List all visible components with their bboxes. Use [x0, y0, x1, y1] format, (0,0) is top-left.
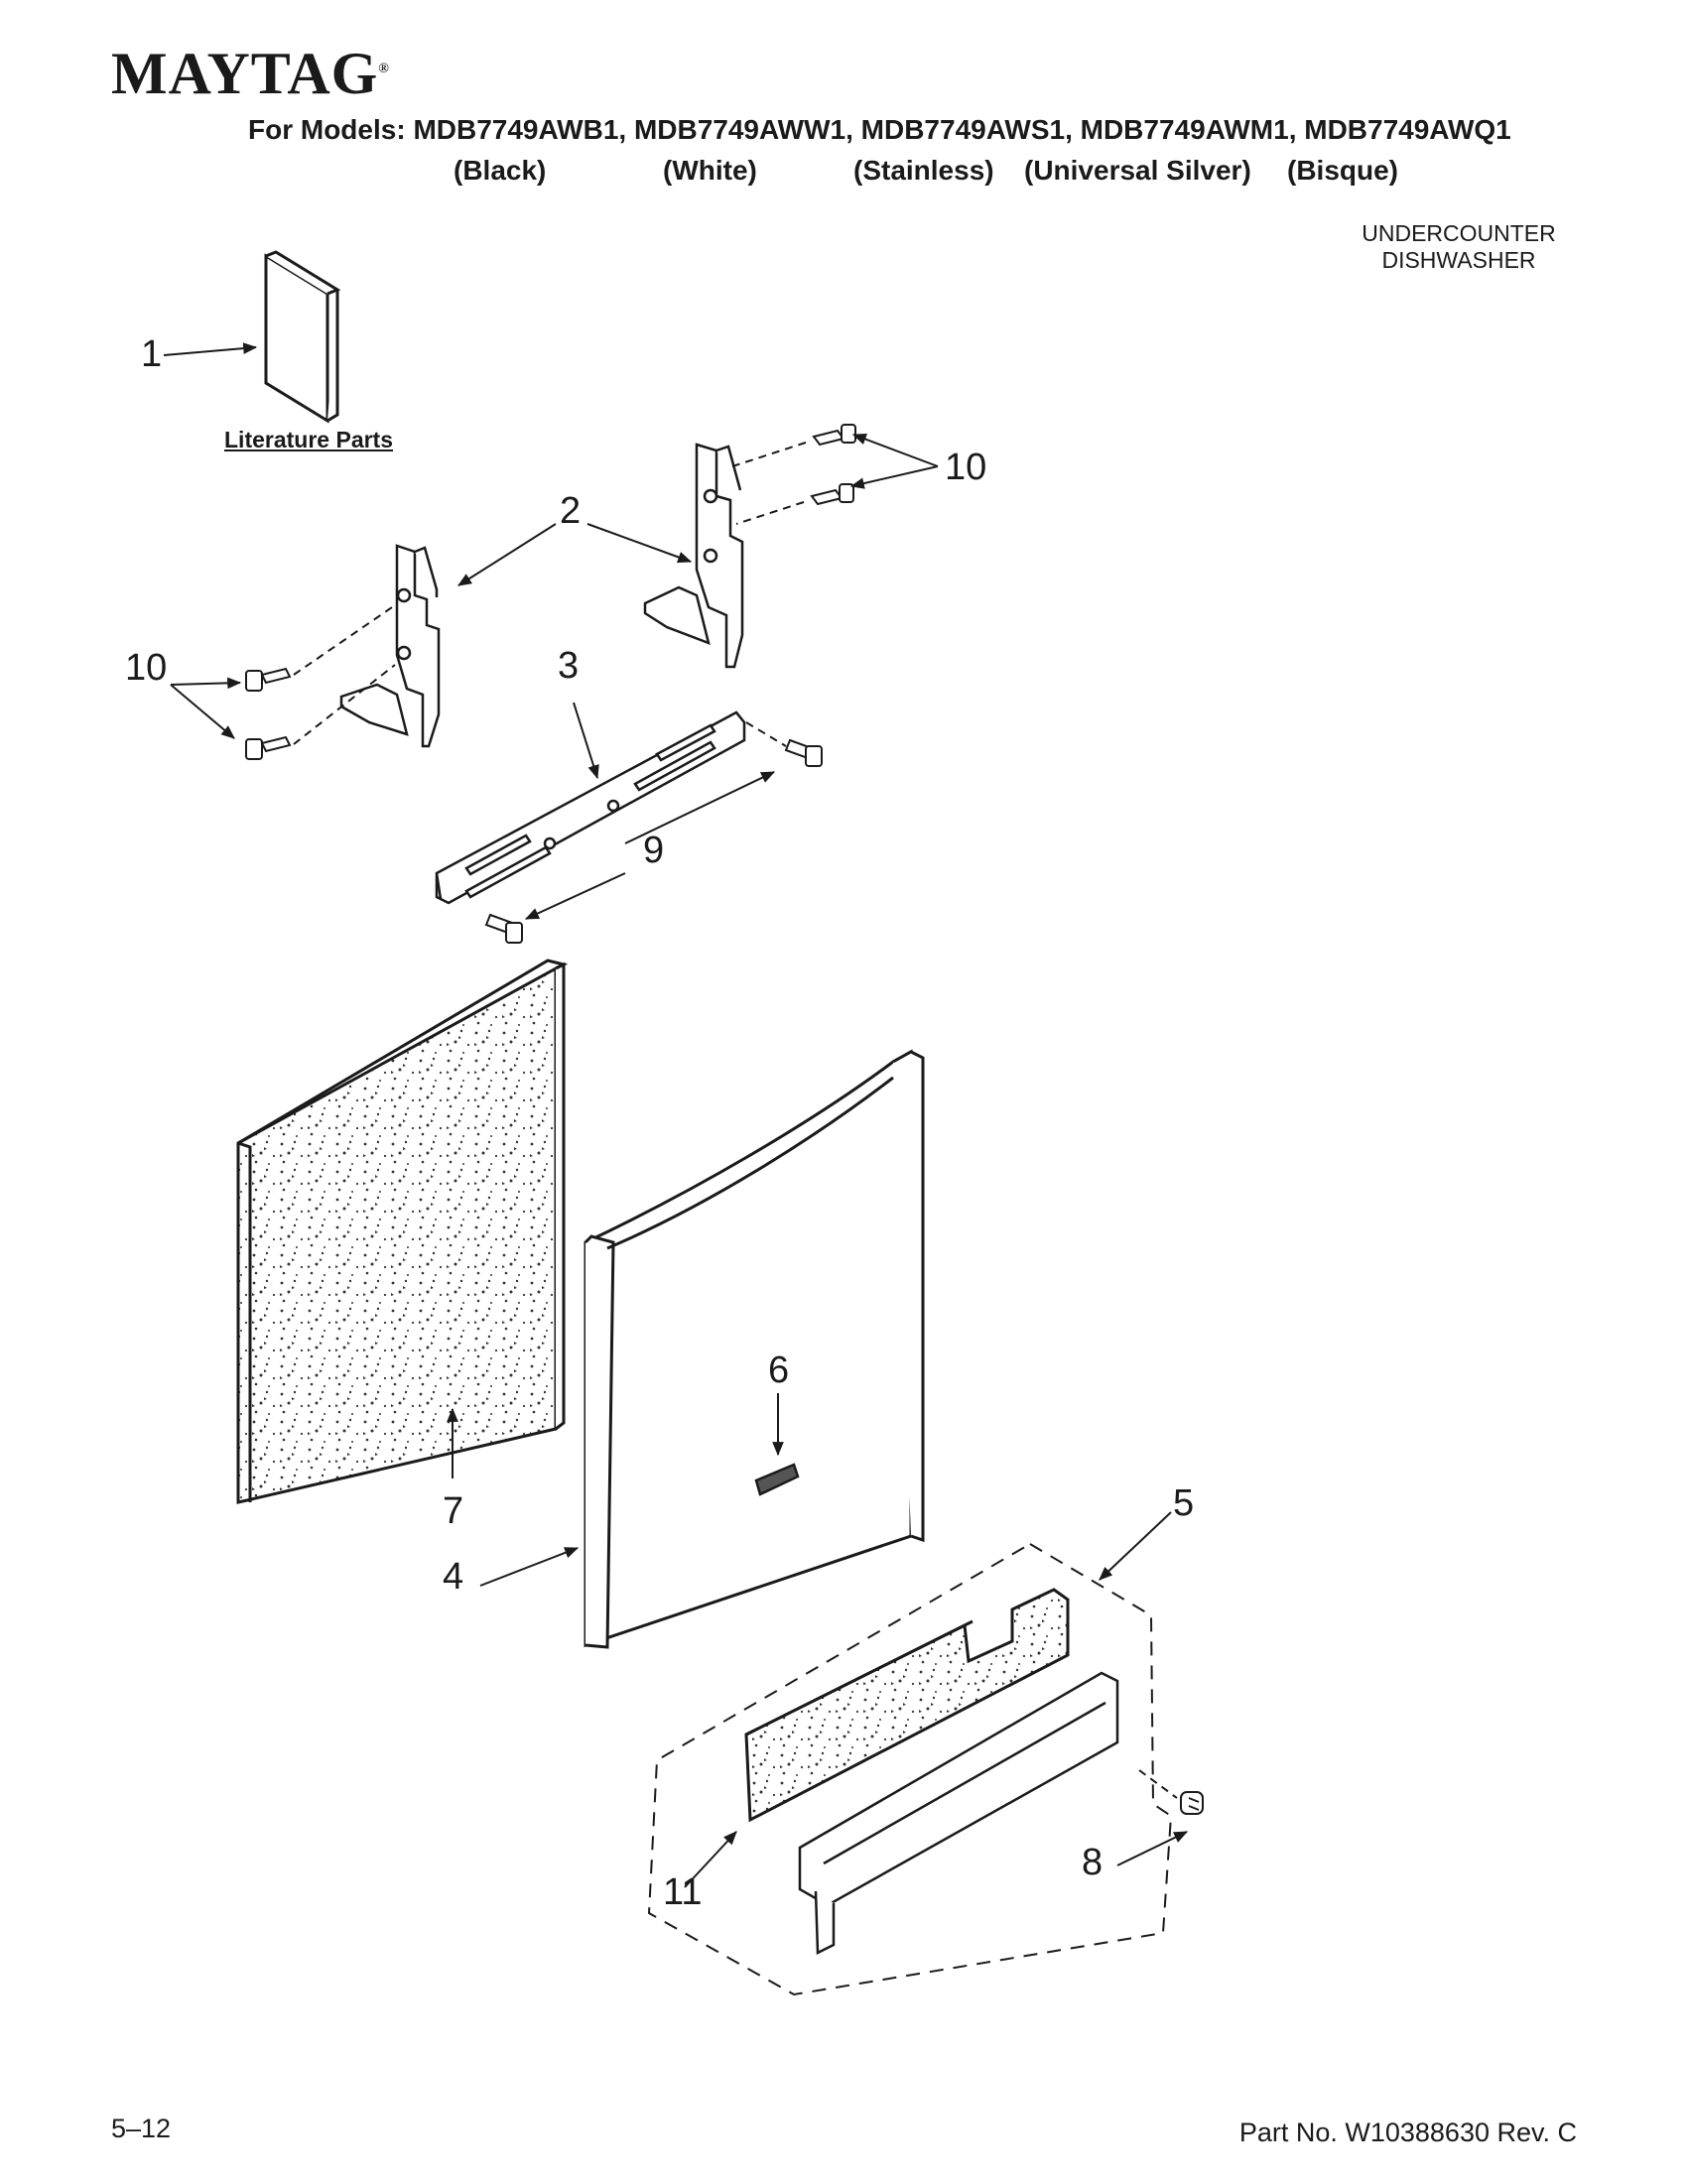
outer-door-panel — [584, 1049, 925, 1649]
toe-kick-screw — [1180, 1791, 1204, 1815]
literature-booklet — [264, 250, 341, 424]
screws-lower-left — [245, 667, 292, 760]
appliance-type: UNDERCOUNTER DISHWASHER — [1350, 220, 1568, 274]
left-mounting-bracket — [339, 544, 441, 748]
callout-10-lower: 10 — [125, 647, 168, 689]
callout-7: 7 — [443, 1490, 464, 1532]
registered-mark: ® — [378, 62, 390, 76]
callout-10-upper: 10 — [945, 447, 987, 488]
callout-6: 6 — [768, 1349, 790, 1391]
variant-black: (Black) — [454, 155, 547, 186]
brand-name: MAYTAG — [111, 41, 379, 106]
callout-11: 11 — [663, 1871, 703, 1913]
toe-kick-panel — [798, 1671, 1119, 1955]
toe-kick-assembly-outline — [647, 1543, 1173, 1996]
callout-4: 4 — [443, 1556, 464, 1598]
variant-stainless: (Stainless) — [853, 155, 994, 186]
callout-5: 5 — [1173, 1482, 1195, 1524]
screws-upper-right — [810, 424, 856, 506]
door-badge — [754, 1463, 800, 1496]
support-rail — [435, 710, 746, 905]
rail-screws — [484, 738, 823, 944]
variant-bisque: (Bisque) — [1287, 155, 1398, 186]
appliance-type-line1: UNDERCOUNTER — [1362, 220, 1556, 246]
callout-9: 9 — [643, 830, 665, 871]
callout-3: 3 — [558, 645, 580, 687]
callout-1: 1 — [141, 333, 163, 375]
callout-2: 2 — [560, 490, 582, 532]
appliance-type-line2: DISHWASHER — [1381, 247, 1536, 273]
variant-white: (White) — [663, 155, 757, 186]
callout-8: 8 — [1082, 1842, 1104, 1883]
toe-kick-insulation — [744, 1588, 1070, 1823]
door-insulation-panel — [236, 959, 569, 1504]
page-number: 5–12 — [111, 2114, 172, 2143]
models-line: For Models: MDB7749AWB1, MDB7749AWW1, MD… — [248, 114, 1511, 145]
part-number: Part No. W10388630 Rev. C — [1238, 2118, 1577, 2147]
brand-logo: MAYTAG® — [111, 44, 390, 103]
variant-universal-silver: (Universal Silver) — [1024, 155, 1251, 186]
right-mounting-bracket — [643, 443, 744, 669]
literature-parts-label: Literature Parts — [224, 427, 394, 452]
